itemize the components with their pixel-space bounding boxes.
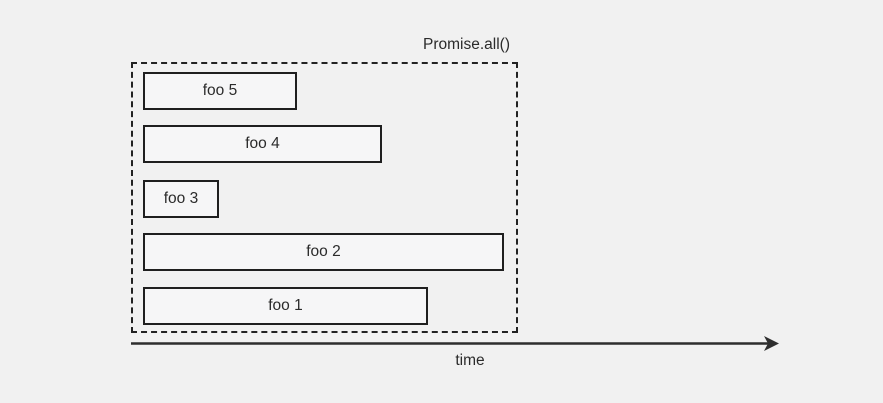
task-bar-foo-1: foo 1: [143, 287, 428, 325]
task-bar-foo-4: foo 4: [143, 125, 382, 163]
task-bar-foo-2: foo 2: [143, 233, 504, 271]
task-bar-foo-5: foo 5: [143, 72, 297, 110]
promise-all-group-box: [131, 62, 518, 333]
task-bar-foo-3: foo 3: [143, 180, 219, 218]
arrowhead-icon: [764, 336, 779, 351]
time-axis-arrow: [131, 336, 779, 351]
promise-all-group-label: Promise.all(): [423, 36, 510, 53]
time-axis-label: time: [455, 352, 485, 369]
